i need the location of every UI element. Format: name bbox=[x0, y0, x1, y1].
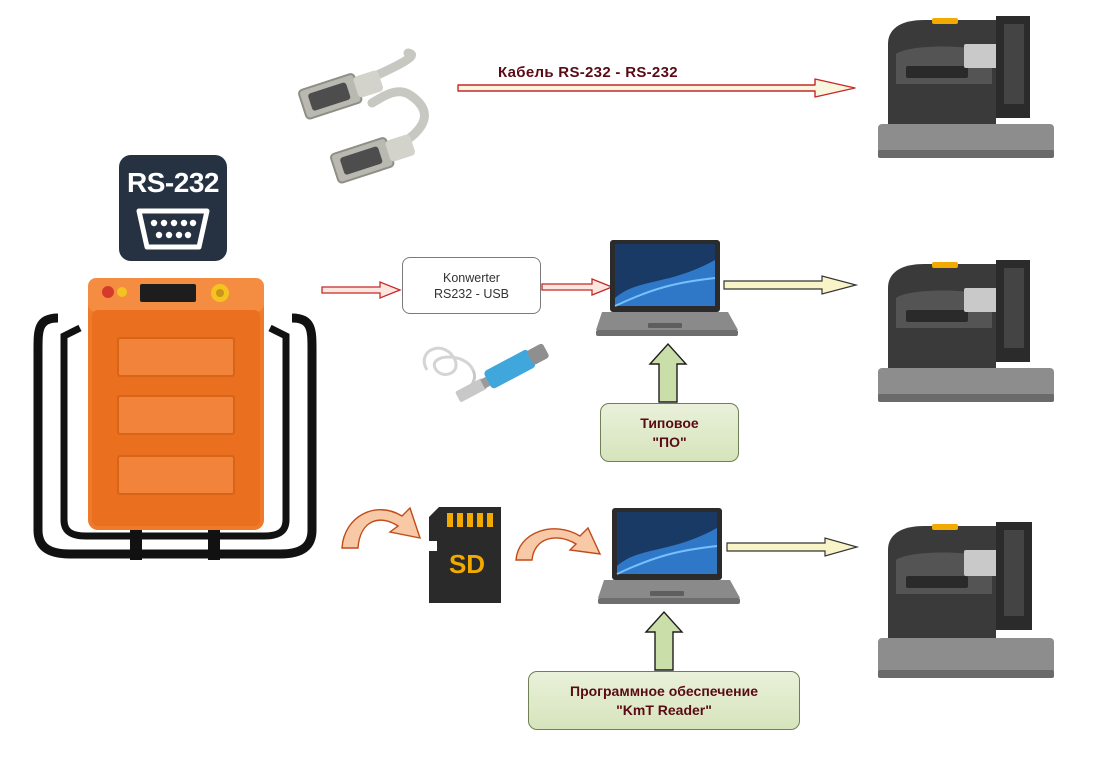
orange-meter-device bbox=[33, 278, 317, 560]
curved-arrow-device-to-sd bbox=[341, 506, 422, 549]
sd-label: SD bbox=[449, 549, 485, 579]
arrow-laptop-to-printer-3 bbox=[726, 537, 860, 557]
laptop bbox=[598, 508, 740, 604]
standard-software-box: Типовое "ПО" bbox=[600, 403, 739, 462]
kmt-software-line1: Программное обеспечение bbox=[570, 682, 758, 699]
curved-arrow-sd-to-laptop bbox=[515, 526, 602, 561]
kmt-software-box: Программное обеспечение "KmT Reader" bbox=[528, 671, 800, 730]
arrow-kmt-to-laptop bbox=[644, 610, 684, 671]
rs232-badge-label: RS-232 bbox=[127, 167, 219, 198]
arrow-cable-to-printer bbox=[457, 78, 856, 98]
converter-line2: RS232 - USB bbox=[433, 286, 510, 301]
laptop bbox=[596, 240, 738, 336]
arrow-laptop-to-printer-2 bbox=[723, 275, 859, 295]
standard-software-line2: "ПО" bbox=[652, 433, 687, 450]
converter-box: Konwerter RS232 - USB bbox=[402, 257, 541, 314]
arrow-converter-to-laptop bbox=[541, 278, 614, 296]
db9-cable bbox=[298, 48, 429, 184]
usb-serial-adapter bbox=[422, 343, 549, 402]
converter-line1: Konwerter bbox=[443, 270, 500, 285]
card-printer bbox=[878, 522, 1054, 678]
card-printer bbox=[878, 16, 1054, 158]
kmt-software-line2: "KmT Reader" bbox=[616, 701, 712, 718]
cable-label: Кабель RS-232 - RS-232 bbox=[498, 64, 678, 81]
card-printer bbox=[878, 260, 1054, 402]
arrow-software-to-laptop bbox=[648, 342, 688, 403]
sd-card-icon: SD bbox=[429, 507, 501, 603]
arrow-device-to-converter bbox=[321, 281, 402, 299]
rs232-connector-icon bbox=[136, 208, 210, 250]
rs232-badge: RS-232 bbox=[119, 155, 227, 261]
standard-software-line1: Типовое bbox=[640, 414, 699, 431]
